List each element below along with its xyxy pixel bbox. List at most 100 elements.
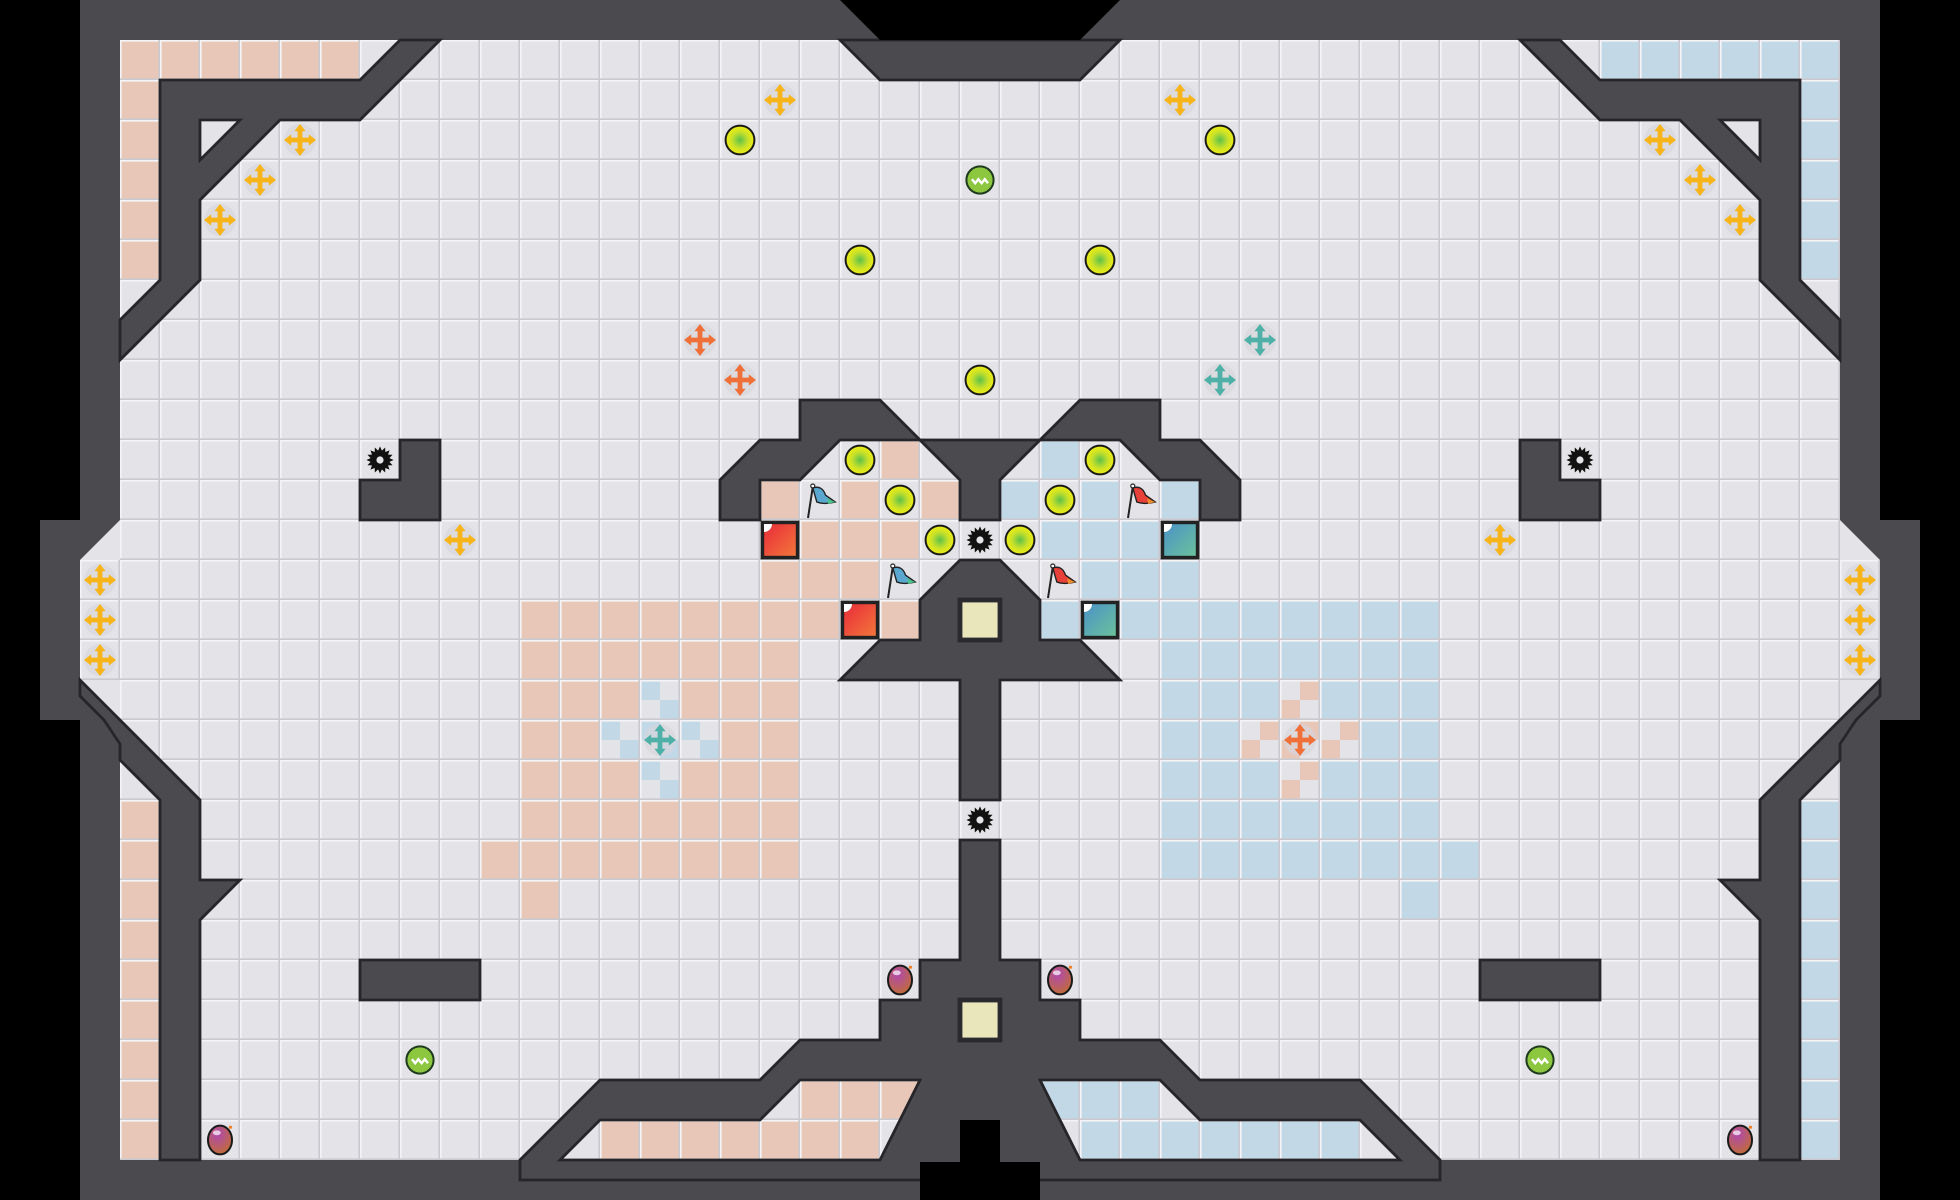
boost-arrowhead: [1284, 734, 1292, 746]
boost-arrowhead: [748, 374, 756, 386]
neutral-boost-icon: [244, 164, 276, 196]
boost-arrowhead: [1854, 588, 1866, 596]
boost-arrowhead: [1494, 548, 1506, 556]
neutral-boost-icon: [1684, 164, 1716, 196]
boost-arrowhead: [1854, 628, 1866, 636]
boost-cross: [1649, 129, 1671, 151]
boost-arrowhead: [708, 334, 716, 346]
boost-arrowhead: [308, 134, 316, 146]
yellow-ball: [1084, 444, 1116, 476]
flag-tail: [1067, 578, 1076, 584]
boost-arrowhead: [94, 668, 106, 676]
boost-arrowhead: [734, 364, 746, 372]
boost-arrowhead: [1868, 574, 1876, 586]
boost-arrowhead: [94, 564, 106, 572]
boost-cross: [649, 729, 671, 751]
boost-arrowhead: [1694, 188, 1706, 196]
blue-flag-icon: [807, 483, 837, 519]
boost-arrowhead: [1844, 574, 1852, 586]
bomb-body: [206, 1124, 234, 1156]
flag-cloth: [891, 566, 917, 585]
flag-cloth: [811, 486, 837, 505]
yellow-gate-icon: [957, 997, 1003, 1043]
flag-tail: [1147, 498, 1156, 504]
lower-left-inner-wall: [78, 676, 244, 1162]
boost-arrowhead: [1244, 334, 1252, 346]
neutral-boost-icon: [1644, 124, 1676, 156]
boost-arrowhead: [1868, 614, 1876, 626]
spike-gear-icon: [1566, 446, 1594, 474]
boost-arrowhead: [94, 588, 106, 596]
blue-flag-icon: [887, 563, 917, 599]
boost-arrowhead: [694, 348, 706, 356]
boost-arrowhead: [1164, 94, 1172, 106]
flag-pole: [807, 486, 814, 519]
red-boost-icon: [1284, 724, 1316, 756]
yellow-ball-icon: [1084, 444, 1116, 476]
bomb-body: [1726, 1124, 1754, 1156]
left-base-arm-wall: [718, 398, 924, 522]
bomb-shine: [212, 1130, 221, 1136]
boost-cross: [1489, 529, 1511, 551]
boost-arrowhead: [1188, 94, 1196, 106]
boost-arrowhead: [734, 388, 746, 396]
boost-arrowhead: [1708, 174, 1716, 186]
right-bar-wall: [1478, 958, 1602, 1002]
red-boost-icon: [684, 324, 716, 356]
boost-arrowhead: [788, 94, 796, 106]
red-endzone-box-icon: [760, 520, 800, 560]
boost-arrowhead: [764, 94, 772, 106]
neutral-boost-icon: [1484, 524, 1516, 556]
boost-cross: [1849, 569, 1871, 591]
boost-arrowhead: [1654, 148, 1666, 156]
boost-cross: [689, 329, 711, 351]
yellow-ball: [844, 244, 876, 276]
left-bar-wall: [358, 958, 482, 1002]
boost-arrowhead: [1668, 134, 1676, 146]
neutral-boost-icon: [1724, 204, 1756, 236]
spike-gear-icon: [366, 446, 394, 474]
yellow-ball: [1004, 524, 1036, 556]
boost-cross: [1849, 649, 1871, 671]
boost-cross: [89, 569, 111, 591]
boost-arrowhead: [1854, 604, 1866, 612]
top-left-inner-wall: [118, 38, 444, 364]
neutral-boost-icon: [84, 564, 116, 596]
blue-boost-icon: [1204, 364, 1236, 396]
boost-arrowhead: [1268, 334, 1276, 346]
neutral-boost-icon: [1844, 604, 1876, 636]
bomb-fuse: [1068, 965, 1072, 969]
bomb-shine: [1732, 1130, 1741, 1136]
red-flag-icon: [1127, 483, 1157, 519]
right-base-arm-wall: [1036, 398, 1242, 522]
boost-arrowhead: [1854, 564, 1866, 572]
boost-arrowhead: [1254, 324, 1266, 332]
powerup-stripe: [971, 177, 989, 186]
powerup-stripe: [411, 1057, 429, 1066]
powerup-icon: [405, 1045, 435, 1075]
boost-arrowhead: [94, 644, 106, 652]
blue-endzone-box-icon: [1080, 600, 1120, 640]
powerup-icon: [965, 165, 995, 195]
boost-arrowhead: [1204, 374, 1212, 386]
red-flag-icon: [1047, 563, 1077, 599]
yellow-ball: [964, 364, 996, 396]
yellow-ball-icon: [1204, 124, 1236, 156]
boost-arrowhead: [1174, 108, 1186, 116]
boost-arrowhead: [1308, 734, 1316, 746]
boost-arrowhead: [294, 124, 306, 132]
boost-arrowhead: [84, 654, 92, 666]
spike-gear-icon: [966, 526, 994, 554]
boost-arrowhead: [94, 604, 106, 612]
boost-cross: [1209, 369, 1231, 391]
bomb-icon: [1046, 964, 1074, 996]
spike-gear-hole: [976, 816, 984, 824]
boost-cross: [1729, 209, 1751, 231]
boost-arrowhead: [1484, 534, 1492, 546]
boost-cross: [249, 169, 271, 191]
boost-arrowhead: [1694, 164, 1706, 172]
boost-arrowhead: [684, 334, 692, 346]
bomb-body: [1046, 964, 1074, 996]
bomb-icon: [206, 1124, 234, 1156]
